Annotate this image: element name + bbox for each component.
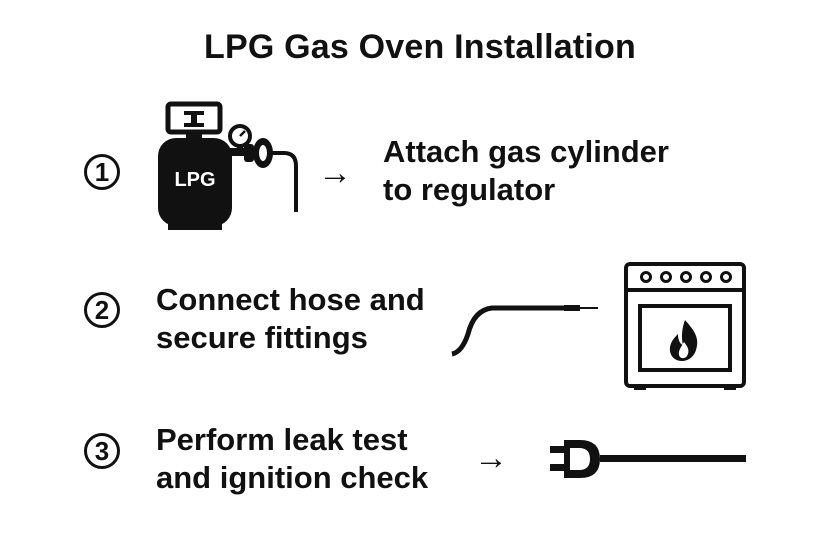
step-3-text: Perform leak test and ignition check (156, 421, 428, 497)
page-title: LPG Gas Oven Installation (204, 28, 636, 66)
lpg-cylinder-regulator-icon: LPG (158, 101, 298, 230)
step-2-text: Connect hose and secure fittings (156, 281, 425, 357)
step-3-line-2: and ignition check (156, 460, 429, 495)
step-3-number: 3 (84, 433, 120, 469)
step-1-number: 1 (84, 154, 120, 190)
step-3-line-1: Perform leak test (156, 422, 408, 457)
step-3-arrow: → (474, 439, 508, 477)
step-2-line-2: secure fittings (156, 320, 368, 355)
gas-hose-icon (451, 305, 598, 357)
step-1-line-1: Attach gas cylinder (383, 134, 669, 169)
cylinder-label: LPG (174, 169, 215, 191)
step-2-number: 2 (84, 292, 120, 328)
gas-oven-icon (624, 262, 746, 390)
step-1-line-2: to regulator (383, 172, 556, 207)
step-2-line-1: Connect hose and (156, 282, 425, 317)
step-1-arrow: → (318, 154, 352, 192)
step-1-text: Attach gas cylinder to regulator (383, 133, 669, 209)
plug-icon (550, 440, 746, 478)
